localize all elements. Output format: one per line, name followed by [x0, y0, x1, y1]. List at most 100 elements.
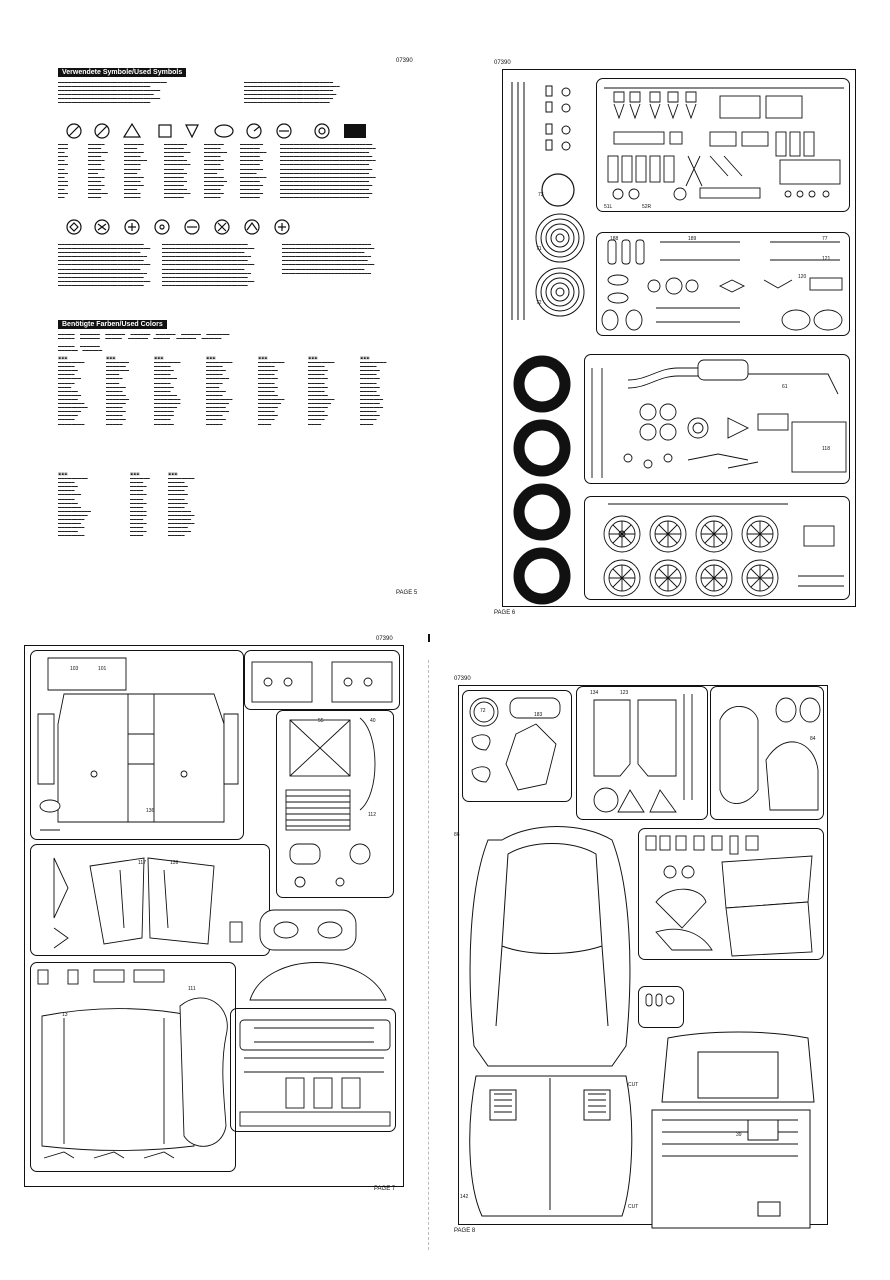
- part-label: 121: [822, 256, 831, 262]
- part-label: 61: [782, 384, 788, 390]
- part-label: 117: [138, 860, 146, 866]
- sprue-frame-top: [596, 78, 850, 212]
- part-label: 188: [610, 236, 619, 242]
- tires-column: [513, 355, 571, 605]
- part-label: 111: [188, 986, 196, 992]
- part-label: 112: [368, 812, 376, 818]
- part-label: 136: [146, 808, 155, 814]
- page-number: PAGE 8: [454, 1228, 476, 1234]
- rear-panel-drawing: [239, 1019, 391, 1127]
- sprue-frame-middle: [596, 232, 850, 336]
- color-col-1: ▣▣▣ ▬▬▬▬▬▬▬▬ ▬▬▬▬▬ ▬▬▬▬▬▬ ▬▬▬▬▬ ▬▬▬▬▬▬▬ …: [58, 356, 88, 426]
- part-label: 13: [62, 1012, 68, 1018]
- wheels-sprue-parts: [603, 503, 844, 597]
- color-col-6: ▣▣▣ ▬▬▬▬▬▬▬▬ ▬▬▬▬▬ ▬▬▬▬▬▬ ▬▬▬▬▬ ▬▬▬▬▬▬ ▬…: [308, 356, 335, 426]
- color-col-10: ▣▣▣ ▬▬▬▬▬▬▬▬ ▬▬▬▬▬ ▬▬▬▬▬▬ ▬▬▬▬▬ ▬▬▬▬▬▬ ▬…: [168, 472, 195, 538]
- color-col-9: ▣▣▣ ▬▬▬▬▬▬ ▬▬▬▬ ▬▬▬▬▬ ▬▬▬▬ ▬▬▬▬▬ ▬▬▬▬ ▬▬…: [130, 472, 150, 538]
- cut-marking: CUT: [628, 1204, 639, 1210]
- chassis-drawing: [37, 657, 239, 831]
- symbol-desc-block-2c: ▬▬▬▬▬▬▬▬▬▬▬▬▬▬▬▬▬▬▬▬▬▬▬▬▬▬▬ ▬▬▬▬▬▬▬▬▬▬▬▬…: [282, 242, 375, 275]
- doors-drawing: [593, 694, 693, 813]
- dashboard-drawing: [251, 661, 393, 703]
- small-parts-column: [545, 85, 571, 151]
- part-label: 120: [798, 274, 807, 280]
- symbols-banner: Verwendete Symbole/Used Symbols: [58, 68, 187, 77]
- coil-springs: [535, 213, 585, 317]
- chassis-frame: [30, 650, 244, 840]
- color-col-7: ▣▣▣ ▬▬▬▬▬▬▬▬ ▬▬▬▬▬ ▬▬▬▬▬▬ ▬▬▬▬▬ ▬▬▬▬▬▬ ▬…: [360, 356, 387, 426]
- part-label: 40: [370, 718, 376, 724]
- symbol-icons-row-2: [66, 219, 290, 235]
- floor-frame: [30, 962, 236, 1172]
- seat-back-frame: [30, 844, 270, 956]
- car-body-top-view: [469, 826, 633, 1217]
- part-label: 123: [620, 690, 629, 696]
- page-number: PAGE 5: [396, 590, 418, 596]
- color-col-3: ▣▣▣ ▬▬▬▬▬▬▬▬ ▬▬▬▬▬ ▬▬▬▬▬▬ ▬▬▬▬▬ ▬▬▬▬▬▬▬ …: [154, 356, 181, 426]
- glass-frame: [462, 690, 572, 802]
- symbols-text-right: ▬▬▬▬▬▬▬▬▬▬▬▬▬▬▬▬▬▬▬▬▬▬▬▬▬▬▬ ▬▬▬▬▬▬▬▬▬▬▬▬…: [244, 80, 340, 105]
- page-border: [502, 69, 856, 607]
- colors-header-row: ▬▬▬▬▬ ▬▬▬▬▬▬ ▬▬▬▬▬▬ ▬▬▬▬▬▬ ▬▬▬▬▬▬ ▬▬▬▬▬▬…: [58, 332, 230, 341]
- part-label: 52R: [642, 204, 652, 210]
- part-label: 55: [318, 718, 324, 724]
- part-label: 71: [536, 246, 542, 252]
- page-code: 07390: [494, 60, 511, 66]
- tailpanel-drawing: [249, 909, 387, 1001]
- page-code: 07390: [396, 58, 413, 64]
- color-col-2: ▣▣▣ ▬▬▬▬▬▬▬ ▬▬▬▬▬▬ ▬▬▬▬▬▬▬ ▬▬▬▬ ▬▬▬▬▬ ▬▬…: [106, 356, 130, 426]
- part-label: 134: [590, 690, 599, 696]
- symbol-desc-col3: ▬▬▬▬▬▬ ▬▬▬▬ ▬▬▬▬▬▬ ▬▬▬▬▬ ▬▬▬▬▬▬▬ ▬▬▬▬▬ ▬…: [124, 142, 148, 200]
- part-label: 73: [538, 192, 544, 198]
- seat-back-drawing: [53, 857, 243, 949]
- windows-frame: [710, 686, 824, 820]
- interior-parts-frame: [638, 828, 824, 960]
- page-code: 07390: [376, 636, 393, 642]
- part-label: 77: [822, 236, 828, 242]
- fold-mark: [428, 634, 430, 642]
- symbol-desc-block-2a: ▬▬▬▬▬▬▬▬▬▬▬▬▬▬▬▬▬▬▬▬▬▬▬▬▬▬ ▬▬▬▬▬▬▬▬▬▬▬▬▬…: [58, 242, 151, 287]
- rear-assembly: [651, 1031, 815, 1229]
- part-label: 72: [480, 708, 486, 714]
- part-label: 101: [98, 666, 107, 672]
- part-label: 118: [822, 446, 830, 452]
- part-label: 103: [70, 666, 79, 672]
- instruction-page-8: 07390: [452, 676, 830, 1238]
- symbol-desc-col5: ▬▬▬▬▬▬ ▬▬▬▬▬ ▬▬▬▬▬▬▬ ▬▬▬▬▬ ▬▬▬▬▬▬ ▬▬▬▬▬ …: [204, 142, 228, 200]
- part-label: 72: [536, 300, 542, 306]
- colors-header-row-2: ▬▬▬▬▬ ▬▬▬▬▬▬ ▬▬▬▬▬▬ ▬▬▬▬▬▬: [58, 344, 103, 353]
- part-label: 189: [688, 236, 697, 242]
- windows-drawing: [719, 697, 821, 811]
- symbols-text-left: ▬▬▬▬▬▬▬▬▬▬▬▬▬▬▬▬▬▬▬▬▬▬▬▬▬▬▬▬▬▬▬▬▬ ▬▬▬▬▬▬…: [58, 80, 167, 105]
- part-label: 183: [534, 712, 543, 718]
- engine-drawing: [285, 717, 376, 888]
- dashboard-frame: [244, 650, 400, 710]
- middle-sprue-parts: [601, 239, 843, 331]
- circular-disc: [541, 173, 575, 207]
- top-sprue-parts: [604, 87, 844, 201]
- symbol-desc-col7: ▬▬▬▬▬▬▬▬▬▬▬▬▬▬▬▬▬▬▬▬▬▬▬▬▬▬▬▬ ▬▬▬▬▬▬▬▬▬▬▬…: [280, 142, 376, 200]
- symbol-desc-col4: ▬▬▬▬▬▬▬ ▬▬▬▬▬▬ ▬▬▬▬▬▬▬▬ ▬▬▬▬▬▬ ▬▬▬▬▬▬▬ ▬…: [164, 142, 191, 200]
- page-number: PAGE 6: [494, 610, 516, 616]
- floor-drawing: [37, 969, 228, 1159]
- part-label: 139: [170, 860, 179, 866]
- part-label: 142: [460, 1194, 469, 1200]
- symbol-desc-block-2b: ▬▬▬▬▬▬▬▬▬▬▬▬▬▬▬▬▬▬▬▬▬▬▬▬▬▬ ▬▬▬▬▬▬▬▬▬▬▬▬▬…: [162, 242, 255, 287]
- part-label: 51L: [604, 204, 613, 210]
- fold-line: [428, 660, 429, 1250]
- lower-sprue-parts: [591, 359, 847, 478]
- glass-drawing: [469, 697, 561, 791]
- page-border: [24, 645, 404, 1187]
- small-lights-frame: [638, 986, 684, 1028]
- symbol-desc-col2: ▬▬▬▬▬ ▬▬▬▬ ▬▬▬▬▬▬ ▬▬▬▬ ▬▬▬▬▬ ▬▬▬▬ ▬▬▬▬▬ …: [88, 142, 108, 200]
- sprue-frame-wheels: [584, 496, 850, 600]
- page-code: 07390: [454, 676, 471, 682]
- rod-sprue: [511, 82, 525, 320]
- interior-drawing: [645, 835, 813, 957]
- color-col-4: ▣▣▣ ▬▬▬▬▬▬▬▬ ▬▬▬▬▬ ▬▬▬▬▬▬ ▬▬▬▬▬ ▬▬▬▬▬▬▬ …: [206, 356, 233, 426]
- symbol-icons-row: [66, 122, 366, 139]
- page-border: [458, 685, 828, 1225]
- page-number: PAGE 7: [374, 1186, 396, 1192]
- colors-banner: Benötigte Farben/Used Colors: [58, 320, 167, 329]
- part-label: 39: [736, 1132, 742, 1138]
